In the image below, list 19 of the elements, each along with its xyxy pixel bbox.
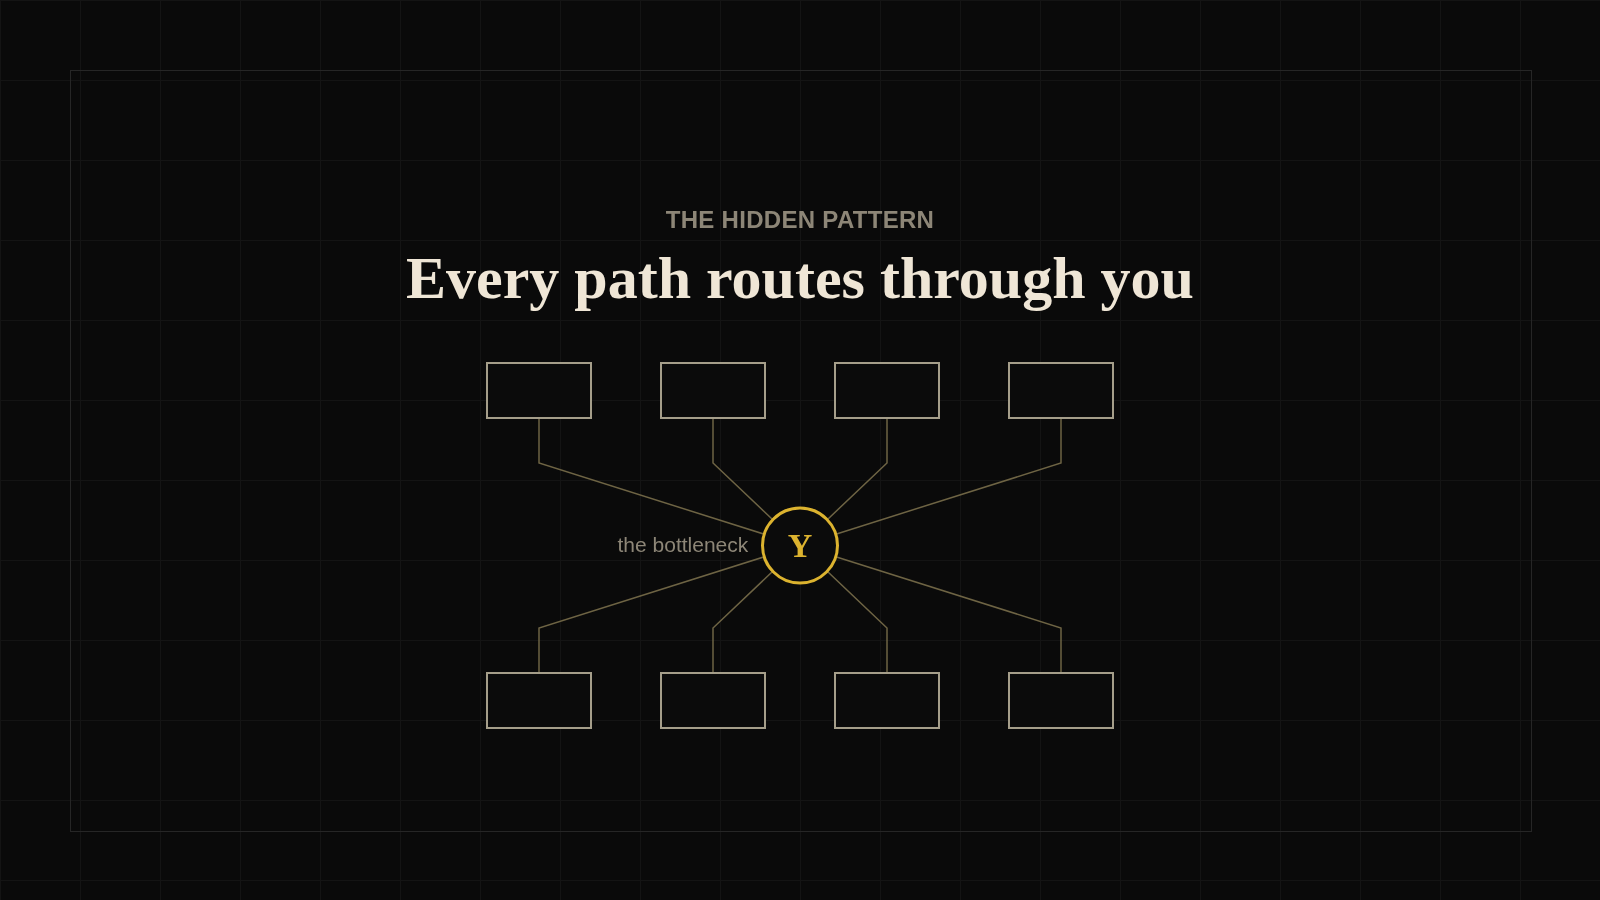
node-caption: the bottleneck <box>617 533 749 557</box>
node-circle: Y <box>761 506 839 584</box>
node-box <box>660 361 766 419</box>
connector <box>826 416 888 520</box>
kicker-label: THE HIDDEN PATTERN <box>665 206 935 234</box>
node-box <box>486 671 592 729</box>
connector <box>712 416 774 520</box>
node-box <box>834 361 940 419</box>
node-box <box>660 671 766 729</box>
node-box <box>834 671 940 729</box>
node-box <box>1008 361 1114 419</box>
connector <box>712 570 774 674</box>
node-box <box>486 361 592 419</box>
connector <box>835 555 1062 674</box>
connector <box>835 416 1062 535</box>
slide-title: Every path routes through you <box>406 244 1194 312</box>
node-box <box>1008 671 1114 729</box>
connector <box>538 555 765 674</box>
connector <box>826 570 888 674</box>
